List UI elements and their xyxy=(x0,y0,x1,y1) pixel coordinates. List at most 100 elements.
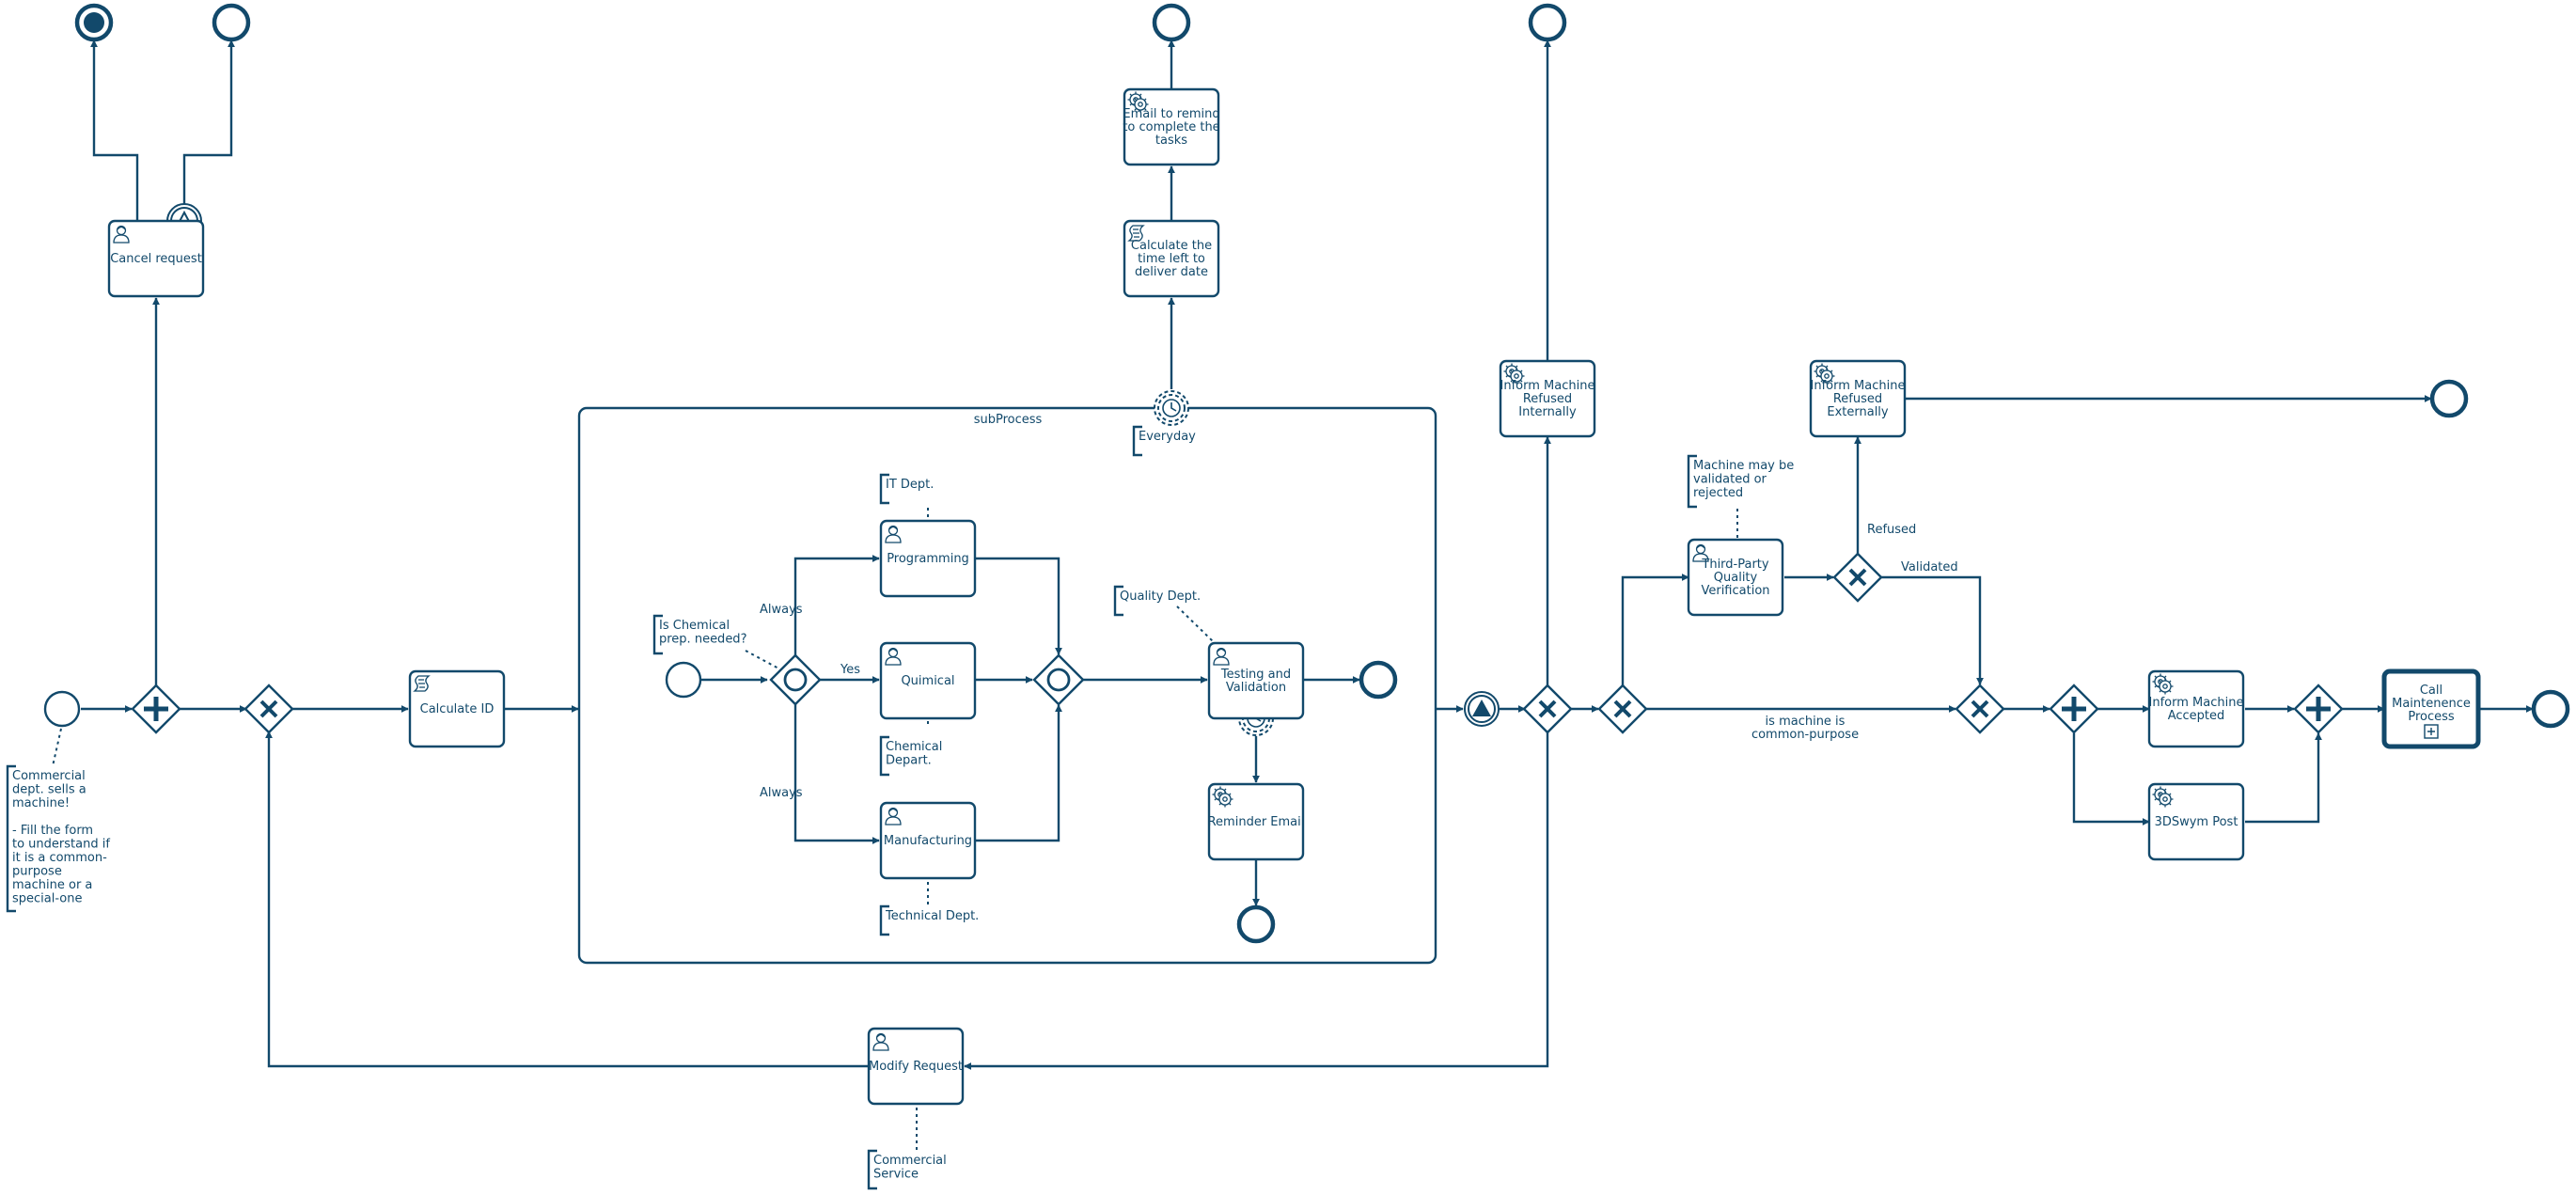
task-box[interactable] xyxy=(879,801,977,880)
flow-validated xyxy=(1880,575,1984,685)
association-chem-prep xyxy=(745,650,783,671)
x-icon xyxy=(1538,700,1557,718)
exclusive-gateway-purpose[interactable] xyxy=(1597,684,1648,734)
service-task-icon xyxy=(1212,786,1233,808)
collapsed-subprocess-marker-icon xyxy=(2424,724,2439,739)
flow-modify-to-xor xyxy=(265,731,869,1068)
task-programming[interactable]: Programming xyxy=(879,519,977,598)
task-box[interactable] xyxy=(1207,782,1305,861)
task-quimical[interactable]: Quimical xyxy=(879,641,977,720)
flow-escalation-to-end xyxy=(182,39,235,204)
task-box[interactable] xyxy=(408,669,506,748)
task-box[interactable] xyxy=(1123,219,1220,298)
task-box[interactable] xyxy=(1687,538,1784,617)
task-label: Reminder Email xyxy=(1208,815,1305,829)
task-label: Modify Request xyxy=(869,1060,963,1074)
subprocess-start-event[interactable] xyxy=(665,661,702,699)
parallel-gateway-start[interactable] xyxy=(131,684,181,734)
end-event-terminate[interactable] xyxy=(74,3,114,42)
user-task-icon xyxy=(872,1032,889,1051)
parallel-gateway-split-2[interactable] xyxy=(2049,684,2099,734)
association-start xyxy=(52,728,62,767)
start-event[interactable] xyxy=(43,690,81,728)
end-event-refused-internally[interactable] xyxy=(1528,3,1567,42)
exclusive-gateway-merge-2[interactable] xyxy=(1955,684,2005,734)
task-cancel-request[interactable]: Cancel request xyxy=(107,219,205,298)
plus-icon xyxy=(144,697,168,721)
task-modify-request[interactable]: Modify Request xyxy=(867,1027,965,1106)
task-reminder-email[interactable]: Reminder Email xyxy=(1207,782,1305,861)
inclusive-gateway-split[interactable] xyxy=(769,653,822,706)
subprocess-box[interactable] xyxy=(577,406,1437,965)
task-box[interactable] xyxy=(879,519,977,598)
flow-label-yes: Yes xyxy=(840,663,860,677)
task-box[interactable] xyxy=(867,1027,965,1106)
flow-swym-to-join xyxy=(2245,732,2322,824)
circle-icon xyxy=(1046,668,1071,692)
task-box[interactable] xyxy=(1207,641,1305,720)
reminder-end-event[interactable] xyxy=(1236,904,1276,944)
task-box[interactable] xyxy=(2381,668,2481,749)
task-box[interactable] xyxy=(107,219,205,298)
task-box[interactable] xyxy=(2147,669,2245,748)
task-label: Calculate ID xyxy=(420,702,495,716)
escalation-intermediate-event[interactable] xyxy=(1464,691,1500,727)
exclusive-gateway-review[interactable] xyxy=(1522,684,1573,734)
flow-xor-to-modify-request xyxy=(964,731,1549,1070)
service-task-icon xyxy=(2152,786,2174,808)
exclusive-gateway-validation[interactable] xyxy=(1832,552,1883,603)
flow-label-always-top: Always xyxy=(760,603,803,617)
annotation-technical-dept: Technical Dept. xyxy=(879,904,979,936)
task-label: Programming xyxy=(887,552,969,566)
subprocess-end-event[interactable] xyxy=(1359,660,1398,700)
end-event-refused-externally[interactable] xyxy=(2429,379,2469,418)
task-box[interactable] xyxy=(2147,782,2245,861)
exclusive-gateway-merge[interactable] xyxy=(243,684,294,734)
flow-cancel-to-end-terminate xyxy=(90,39,139,221)
task-box[interactable] xyxy=(1123,87,1220,166)
x-icon xyxy=(1613,700,1632,718)
sequence-flows xyxy=(81,39,2534,1070)
annotation-it-dept: IT Dept. xyxy=(879,473,934,505)
end-event-final[interactable] xyxy=(2531,689,2570,729)
script-task-icon xyxy=(413,675,431,692)
end-event-cancel[interactable] xyxy=(212,3,251,42)
timer-boundary-event-subprocess[interactable] xyxy=(1154,390,1189,426)
x-icon xyxy=(1848,568,1867,587)
task-calculate-id[interactable]: Calculate ID xyxy=(408,669,506,748)
end-event-email[interactable] xyxy=(1152,3,1191,42)
parallel-gateway-join-2[interactable] xyxy=(2293,684,2344,734)
subprocess[interactable]: subProcess xyxy=(577,406,1437,965)
flow-labels: Always Yes Always Refused Validated is m… xyxy=(760,523,1958,800)
task-box[interactable] xyxy=(1809,359,1907,438)
task-box[interactable] xyxy=(879,641,977,720)
annotation-text: Technical Dept. xyxy=(885,909,979,923)
flow-xor2-to-third-party xyxy=(1621,574,1689,686)
task-box[interactable] xyxy=(1499,359,1596,438)
annotation-text: Quality Dept. xyxy=(1120,590,1201,604)
task-manufacturing[interactable]: Manufacturing xyxy=(879,801,977,880)
inclusive-gateway-join[interactable] xyxy=(1032,653,1085,706)
task-swym-post[interactable]: 3DSwym Post xyxy=(2147,782,2245,861)
